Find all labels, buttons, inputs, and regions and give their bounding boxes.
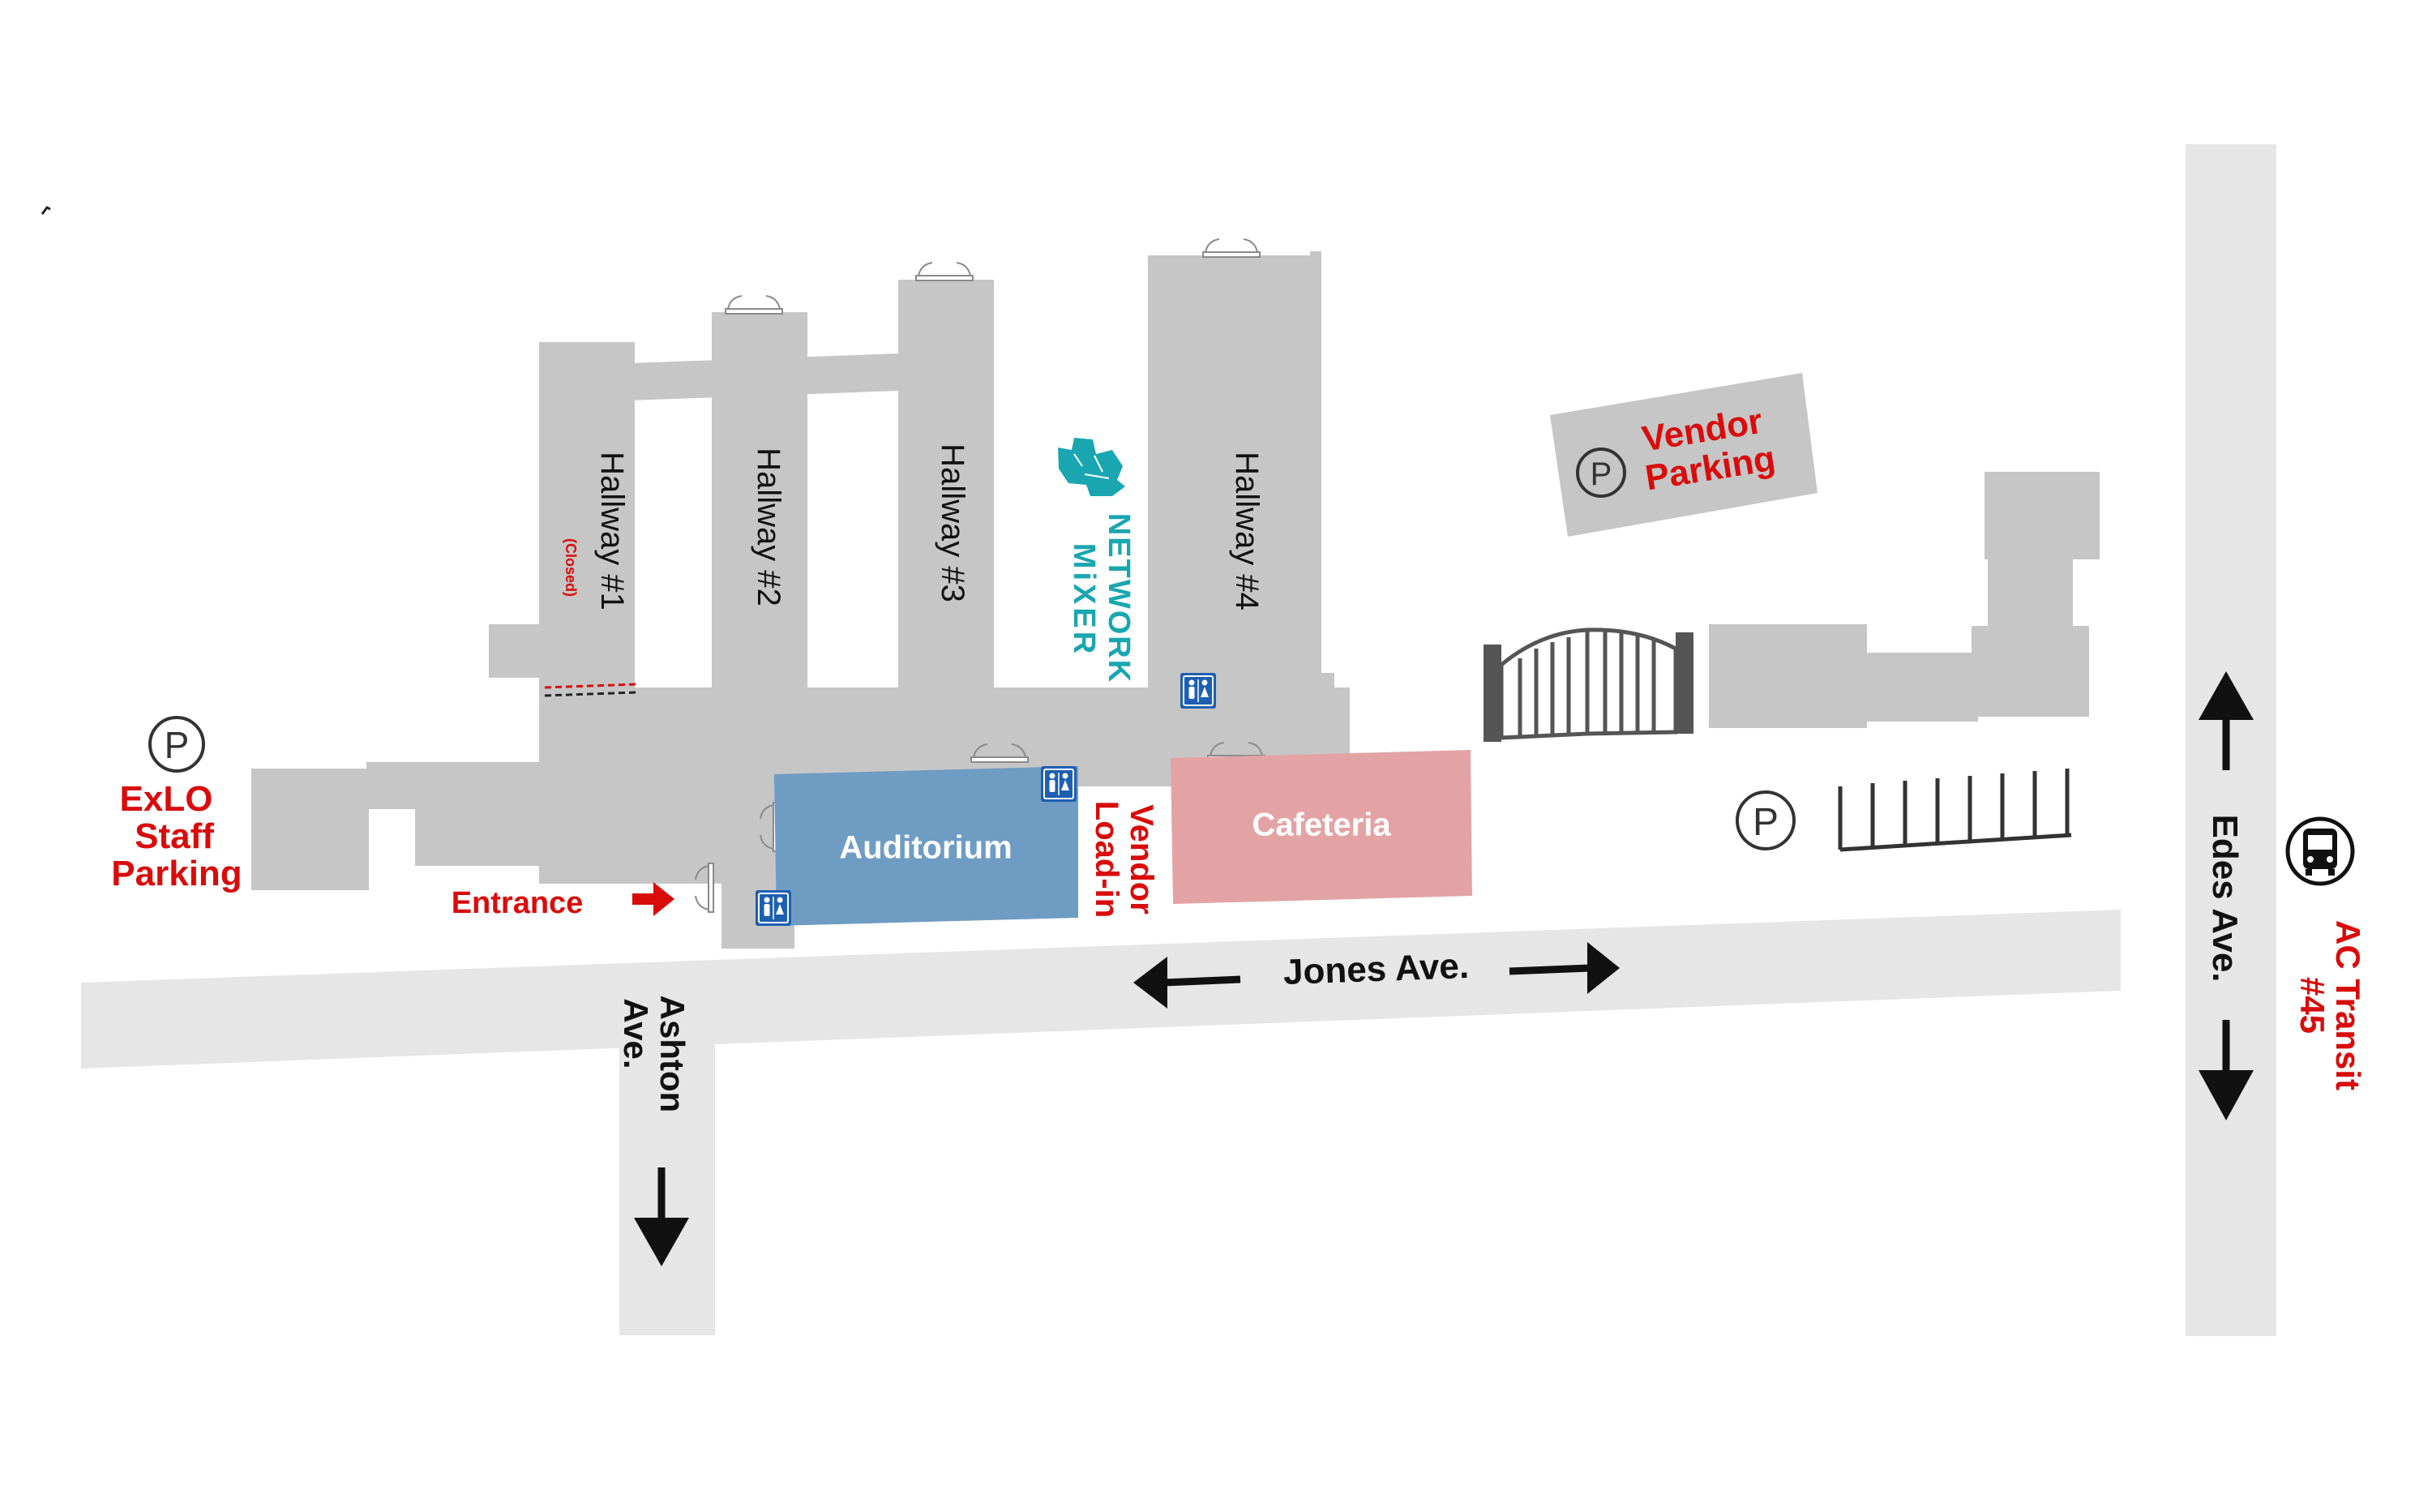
hallway-1-closed-note: (Closed) [563,538,579,597]
bike-rack-icon [1838,769,2072,852]
svg-text:P: P [165,724,190,766]
hallway-1-label: Hallway #1 [594,452,630,610]
gate-icon [1484,628,1693,742]
vendor-loadin-label-1: Vendor [1124,804,1159,914]
auditorium-room [774,766,1078,926]
edes-ave-label: Edes Ave. [2205,814,2245,982]
parking-icon [1736,790,1796,850]
auditorium-label: Auditorium [839,830,1012,866]
parking-sign-east: P [1736,790,1796,850]
door-icon [725,295,783,315]
staff-parking-label-2: Staff [135,816,214,856]
hallway-2-label: Hallway #2 [751,448,786,606]
corner-mark [41,206,51,215]
closed-marker [544,683,637,689]
staff-parking-sign: P [148,716,205,773]
parking-icon [1576,448,1626,498]
edes-up-arrow-icon [2199,671,2254,770]
jones-right-arrow-icon [1509,942,1620,994]
ashton-down-arrow-icon [634,1167,689,1266]
transit-label-1: AC Transit [2329,920,2367,1090]
jones-left-arrow-icon [1133,957,1241,1009]
door-icon [915,262,974,281]
edes-ave-road [2186,144,2276,1336]
parking-icon [148,716,205,773]
vendor-loadin-label-2: Load-in [1089,801,1124,918]
cafeteria-label: Cafeteria [1252,807,1391,843]
hallway-4-label: Hallway #4 [1229,452,1265,610]
ashton-ave-label-1: Ashton [653,996,691,1113]
restroom-icon [1040,765,1077,803]
staff-parking-label-3: Parking [111,854,242,893]
entrance-arrow-icon [632,882,674,916]
hallway-3-label: Hallway #3 [935,443,970,602]
fist-icon [1058,438,1125,496]
restroom-icon [755,889,792,927]
door-icon [1202,238,1261,258]
edes-down-arrow-icon [2199,1020,2254,1120]
ashton-ave-road [619,1042,715,1335]
jones-ave-label: Jones Ave. [1282,946,1470,992]
ashton-ave-label-2: Ave. [617,998,655,1069]
jones-ave-road [81,910,2121,1069]
staff-parking-label-1: ExLO [120,779,213,819]
entrance-label: Entrance [452,886,584,920]
logo-line2: MiXER [1067,543,1101,657]
vendor-parking-sign: P [1576,448,1626,498]
logo-line1: NETWORK [1102,513,1136,683]
svg-text:P: P [1753,801,1779,844]
bus-icon [2285,816,2355,886]
transit-label-2: #45 [2293,977,2331,1034]
svg-text:P: P [1591,456,1612,492]
vendor-parking-lot [1550,373,1818,537]
network-mixer-logo: NETWORK MiXER [1058,438,1136,683]
east-buildings [1709,472,2100,728]
restroom-icon [1180,672,1217,709]
cafeteria-room [1171,750,1472,904]
